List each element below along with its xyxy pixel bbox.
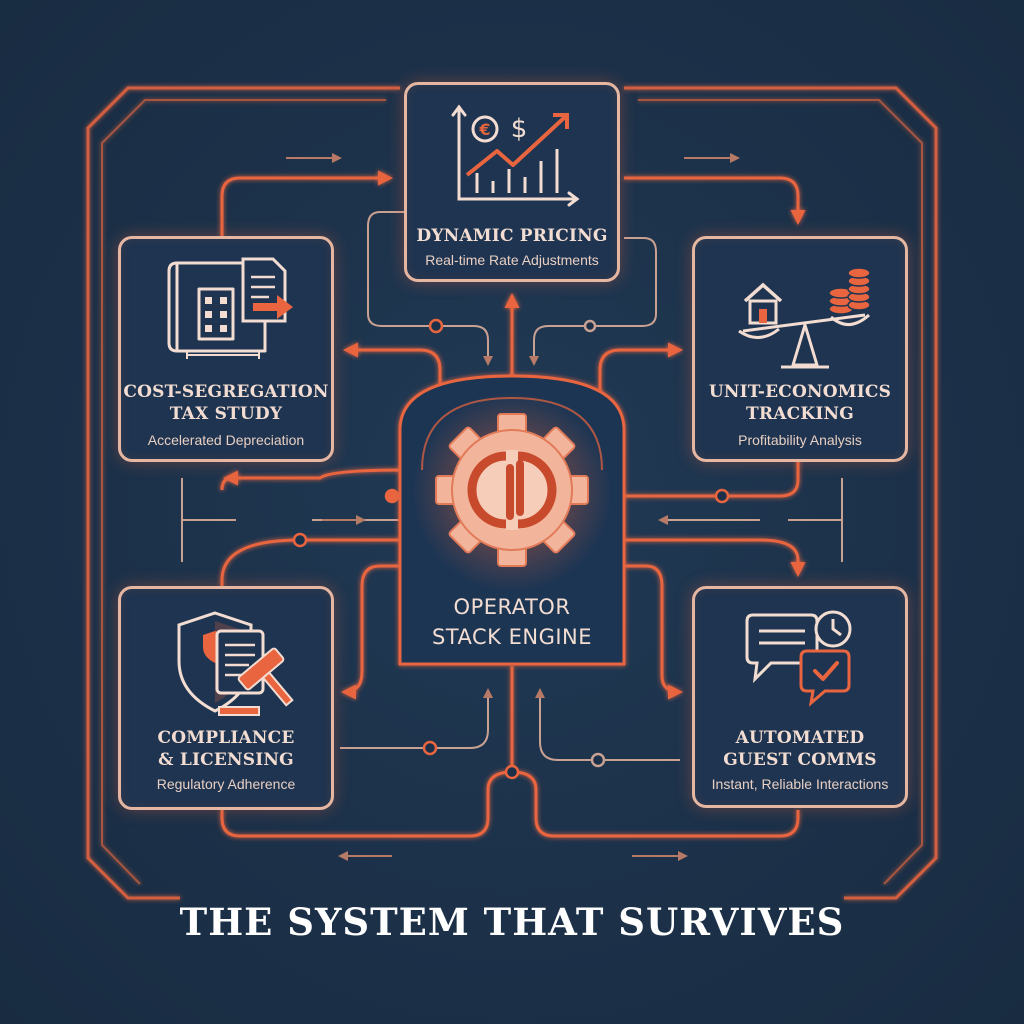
node-title: & LICENSING bbox=[158, 750, 294, 770]
node-cost-segregation: COST-SEGREGATION TAX STUDY Accelerated D… bbox=[118, 236, 334, 462]
node-title: TRACKING bbox=[746, 404, 854, 424]
node-title: COMPLIANCE bbox=[157, 728, 295, 748]
outer-frame-traces bbox=[86, 86, 938, 900]
node-title: TAX STUDY bbox=[169, 404, 283, 424]
node-title: DYNAMIC PRICING bbox=[416, 226, 608, 246]
node-title: COST-SEGREGATION bbox=[123, 382, 329, 402]
node-subtitle: Real-time Rate Adjustments bbox=[425, 252, 599, 268]
node-guest-comms: AUTOMATED GUEST COMMS Instant, Reliable … bbox=[692, 586, 908, 808]
node-title: GUEST COMMS bbox=[723, 750, 877, 770]
engine-title-line: OPERATOR bbox=[453, 595, 571, 619]
flow-arrows bbox=[286, 153, 740, 861]
price-chart-icon: € $ bbox=[451, 104, 580, 207]
footer-title: THE SYSTEM THAT SURVIVES bbox=[179, 900, 845, 944]
node-title: AUTOMATED bbox=[735, 728, 865, 748]
node-subtitle: Profitability Analysis bbox=[738, 432, 862, 448]
blueprint-document-icon bbox=[167, 257, 293, 359]
engine-title-line: STACK ENGINE bbox=[431, 625, 593, 649]
node-subtitle: Accelerated Depreciation bbox=[147, 432, 305, 448]
node-subtitle: Instant, Reliable Interactions bbox=[711, 776, 889, 792]
svg-text:€: € bbox=[478, 120, 490, 139]
node-compliance: COMPLIANCE & LICENSING Regulatory Adhere… bbox=[118, 586, 334, 810]
node-dynamic-pricing: € $ DYNAMIC PRICING Real-time Rate Adjus… bbox=[404, 82, 620, 282]
engine-title: OPERATOR STACK ENGINE bbox=[400, 592, 624, 652]
svg-text:$: $ bbox=[511, 114, 528, 144]
node-unit-economics: UNIT-ECONOMICS TRACKING Profitability An… bbox=[692, 236, 908, 462]
shield-gavel-icon bbox=[177, 611, 294, 716]
chat-clock-icon bbox=[745, 610, 852, 707]
node-title: UNIT-ECONOMICS bbox=[708, 382, 892, 402]
node-subtitle: Regulatory Adherence bbox=[156, 776, 296, 792]
gear-logo-icon bbox=[435, 413, 589, 567]
balance-scale-icon bbox=[738, 267, 871, 369]
